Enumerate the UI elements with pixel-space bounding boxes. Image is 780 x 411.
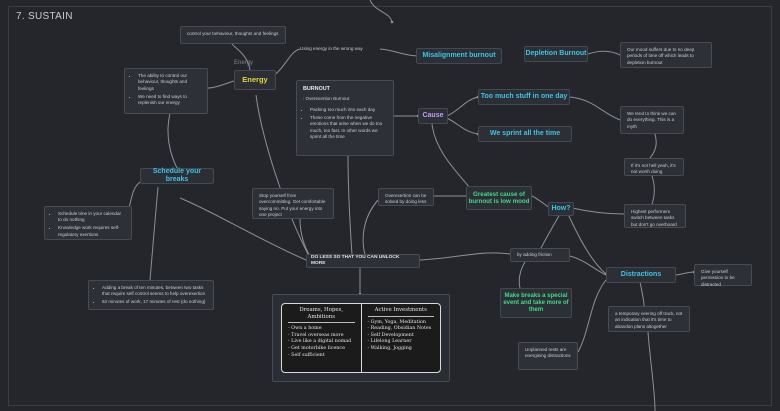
solve-note[interactable]: Overexertion can be solved by doing less (378, 188, 434, 206)
breaks-left-item: Schedule time in your calendar to do not… (58, 211, 125, 224)
ability-item: The ability to control our behaviour, th… (138, 73, 201, 92)
burnout-item: Packing too much into each day (310, 107, 387, 113)
wrong-way-label[interactable]: Using energy in the wrong way (300, 46, 363, 51)
low-mood-node[interactable]: Greatest cause of burnout is low mood (466, 186, 532, 210)
board-investments-column: Active Investments Gym, Yoga, Meditation… (360, 304, 441, 372)
depletion-note[interactable]: Our mood suffers due to no deep periods … (620, 42, 712, 68)
board-investment-item: Walking, Jogging (368, 346, 435, 353)
misalignment-node[interactable]: Misalignment burnout (416, 48, 502, 64)
breaks-bottom-card[interactable]: Adding a break of ten minutes, between t… (88, 280, 214, 310)
ability-card[interactable]: The ability to control our behaviour, th… (124, 68, 208, 114)
breaks-left-item: Knowledge work requires self-regulatory … (58, 225, 125, 238)
board-dream-item: Self sufficient (288, 353, 355, 360)
section-title: 7. SUSTAIN (16, 11, 73, 22)
stop-note[interactable]: Stop yourself from overcommitting. Get c… (252, 188, 334, 219)
ability-item: We need to find ways to replenish our en… (138, 94, 201, 107)
board-investments-title: Active Investments (367, 307, 434, 317)
breaks-left-card[interactable]: Schedule time in your calendar to do not… (44, 206, 132, 240)
board-investment-item: Self Development (368, 333, 435, 340)
special-event-node[interactable]: Make breaks a special event and take mor… (500, 288, 572, 318)
board-investment-item: Lifelong Learner (368, 339, 435, 346)
board-dreams-title: Dreams, Hopes, Ambitions (288, 307, 355, 324)
energy-tag: Energy (234, 60, 254, 66)
board-dream-item: Live like a digital nomad (288, 339, 355, 346)
breaks-bottom-item: Adding a break of ten minutes, between t… (102, 285, 207, 298)
permission-note[interactable]: Give yourself permission to be distracte… (694, 264, 752, 287)
distractions-node[interactable]: Distractions (606, 267, 676, 283)
breaks-bottom-item: 52 minutes of work, 17 minutes of rest (… (102, 299, 207, 305)
burnout-item: These come from the negative emotions th… (310, 115, 387, 141)
board-dream-item: Own a home (288, 326, 355, 333)
schedule-breaks-node[interactable]: Schedule your breaks (140, 168, 214, 184)
board-investment-item: Reading, Obsidian Notes (368, 326, 435, 333)
myth-note[interactable]: We tend to think we can do everything. T… (620, 106, 684, 134)
goals-board: Dreams, Hopes, Ambitions Own a home Trav… (281, 303, 441, 373)
too-much-node[interactable]: Too much stuff in one day (478, 89, 570, 105)
veering-note[interactable]: a temporary veering off track, not an in… (608, 306, 690, 332)
high-performers-note[interactable]: Highest performers switch between tasks … (624, 204, 686, 228)
board-dream-item: Get motorbike licence (288, 346, 355, 353)
board-dream-item: Travel overseas more (288, 333, 355, 340)
friction-note[interactable]: by adding friction (510, 248, 570, 262)
depletion-node[interactable]: Depletion Burnout (524, 46, 588, 62)
cause-node[interactable]: Cause (418, 108, 448, 124)
board-investment-item: Gym, Yoga, Meditation (368, 320, 435, 327)
board-dreams-column: Dreams, Hopes, Ambitions Own a home Trav… (282, 304, 361, 372)
unplanned-note[interactable]: Unplanned rests are energising distracti… (518, 342, 578, 370)
energy-node[interactable]: Energy (234, 70, 276, 90)
center-node[interactable]: DO LESS SO THAT YOU CAN UNLOCK MORE (306, 254, 420, 268)
sprint-node[interactable]: We sprint all the time (478, 126, 572, 142)
control-note[interactable]: control your behaviour, thoughts and fee… (180, 26, 286, 44)
how-node[interactable]: How? (548, 202, 574, 216)
burnout-card[interactable]: BURNOUT : Overexertion Burnout Packing t… (296, 80, 394, 156)
goals-board-card[interactable]: Dreams, Hopes, Ambitions Own a home Trav… (272, 294, 450, 382)
burnout-subtitle: : Overexertion Burnout (303, 96, 350, 102)
hell-yeah-note[interactable]: If it's not hell yeah, it's not worth do… (624, 158, 684, 176)
burnout-title: BURNOUT (303, 86, 330, 92)
